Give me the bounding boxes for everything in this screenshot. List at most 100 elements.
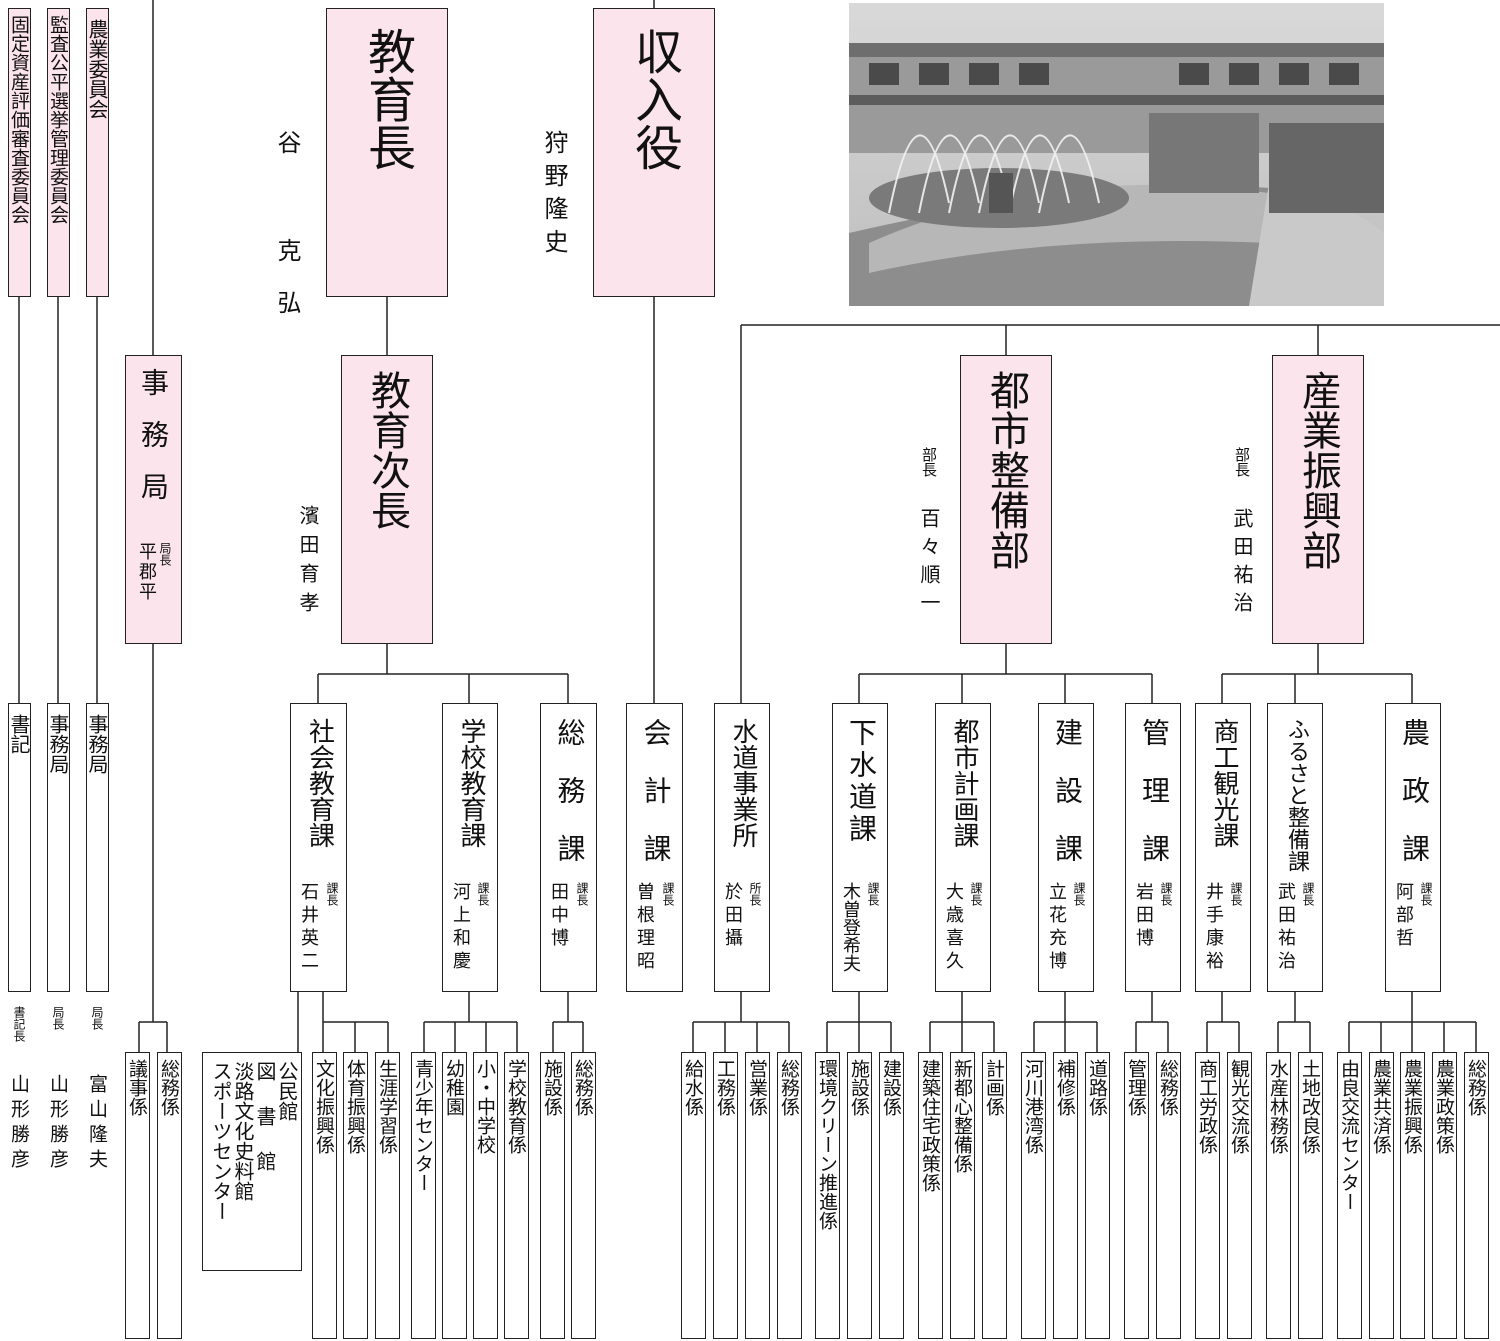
- section-name: 下水道課: [845, 718, 878, 846]
- unit-box: 河川港湾係: [1021, 1052, 1046, 1339]
- unit-box: 由良交流センター: [1337, 1052, 1362, 1339]
- jicho-box: 教育次長: [341, 355, 433, 644]
- section-box: 管理課課長岩田博: [1125, 703, 1181, 992]
- office-shoki: 書記: [8, 703, 31, 992]
- unit-box: 土地改良係: [1298, 1052, 1323, 1339]
- section-title: 課長: [1072, 882, 1086, 906]
- facility-kominkan: 公民館: [275, 1061, 299, 1121]
- unit-box: 環境クリーン推進係: [815, 1052, 840, 1339]
- section-title: 課長: [969, 882, 983, 906]
- section-person: 於田攝: [722, 882, 743, 951]
- section-person: 石井英二: [298, 882, 319, 974]
- section-name: 農政課: [1398, 718, 1431, 892]
- section-box: 商工観光課課長井手康裕: [1195, 703, 1251, 992]
- unit-box: 文化振興係: [312, 1052, 337, 1339]
- unit-box: 水産林務係: [1266, 1052, 1291, 1339]
- unit-box: 総務係: [571, 1052, 596, 1339]
- section-person: 岩田博: [1133, 882, 1154, 951]
- section-person: 河上和慶: [450, 882, 471, 974]
- unit-box: 建設係: [879, 1052, 904, 1339]
- section-name: 水道事業所: [728, 718, 758, 848]
- dept-sangyo-title: 部長: [1233, 447, 1251, 477]
- officer-title: 書記長: [12, 1006, 26, 1042]
- office-kansa-jimukyoku: 事務局: [47, 703, 70, 992]
- jicho-person: 濱田育孝: [296, 505, 320, 621]
- section-title: 課長: [1229, 882, 1243, 906]
- section-name: 管理課: [1138, 718, 1171, 892]
- section-person: 田中博: [548, 882, 569, 951]
- dept-toshi-title: 部長: [920, 447, 938, 477]
- committee-label: 固定資産評価審査委員会: [8, 15, 30, 224]
- office-nogyo-jimukyoku: 事務局: [86, 703, 109, 992]
- unit-box: 総務係: [157, 1052, 182, 1339]
- committee-label: 監査公平選挙管理委員会: [47, 15, 69, 224]
- unit-box: 道路係: [1085, 1052, 1110, 1339]
- section-title: 課長: [575, 882, 589, 906]
- officer-name: 富山隆夫: [86, 1074, 108, 1174]
- dept-toshi-person: 百々順一: [917, 508, 941, 620]
- unit-box: 新都心整備係: [950, 1052, 975, 1339]
- section-box: 下水道課課長木曽登希夫: [832, 703, 888, 992]
- officer-title: 局長: [90, 1006, 104, 1030]
- committee-kansa: 監査公平選挙管理委員会: [47, 8, 70, 297]
- section-title: 課長: [1419, 882, 1433, 906]
- section-box: 総務課課長田中博: [540, 703, 597, 992]
- section-title: 課長: [325, 882, 339, 906]
- gikai-title: 局長: [158, 542, 172, 566]
- section-person: 武田祐治: [1275, 882, 1296, 974]
- unit-box: 総務係: [1156, 1052, 1181, 1339]
- unit-box: 観光交流係: [1227, 1052, 1252, 1339]
- section-title: 所長: [748, 882, 762, 906]
- city-hall-photo: [849, 3, 1384, 306]
- gikai-label: 事務局: [137, 368, 170, 524]
- unit-box: 総務係: [1464, 1052, 1489, 1339]
- shunyuyaku-person: 狩野隆史: [540, 130, 568, 262]
- unit-box: 施設係: [847, 1052, 872, 1339]
- section-box: 会計課課長曽根理昭: [626, 703, 683, 992]
- dept-sangyo-shinko: 産業振興部: [1272, 355, 1364, 644]
- committee-kotei-shisan: 固定資産評価審査委員会: [8, 8, 31, 297]
- section-name: 商工観光課: [1209, 718, 1239, 848]
- unit-box: 補修係: [1053, 1052, 1078, 1339]
- dept-sangyo-person: 武田祐治: [1230, 508, 1254, 620]
- unit-box: 青少年センター: [411, 1052, 436, 1339]
- section-title: 課長: [1159, 882, 1173, 906]
- unit-box: 小・中学校: [473, 1052, 498, 1339]
- kyoikucho-person: 谷 克弘: [273, 130, 301, 342]
- section-title: 課長: [661, 882, 675, 906]
- committee-nogyo: 農業委員会: [86, 8, 109, 297]
- facility-toshokan: 図書館: [253, 1061, 277, 1196]
- unit-box: 施設係: [540, 1052, 565, 1339]
- unit-box: 計画係: [982, 1052, 1007, 1339]
- gikai-jimukyoku: 事務局 局長 平郡平: [125, 355, 182, 644]
- section-person: 木曽登希夫: [840, 882, 861, 972]
- unit-box: 給水係: [681, 1052, 706, 1339]
- section-box: 農政課課長阿部哲: [1385, 703, 1441, 992]
- section-name: 社会教育課: [304, 718, 335, 848]
- section-title: 課長: [866, 882, 880, 906]
- facility-sports-center: スポーツセンター: [209, 1061, 233, 1221]
- shunyuyaku-box: 収入役: [593, 8, 715, 297]
- unit-box: 商工労政係: [1195, 1052, 1220, 1339]
- section-box: 建設課課長立花充博: [1038, 703, 1094, 992]
- section-person: 曽根理昭: [634, 882, 655, 974]
- unit-box: 農業振興係: [1400, 1052, 1425, 1339]
- unit-box: 工務係: [713, 1052, 738, 1339]
- section-name: 会計課: [639, 718, 673, 892]
- unit-box: 体育振興係: [343, 1052, 368, 1339]
- officer-name: 山形勝彦: [8, 1074, 30, 1174]
- section-box: 水道事業所所長於田攝: [714, 703, 770, 992]
- unit-box: 幼稚園: [442, 1052, 467, 1339]
- section-box: 社会教育課課長石井英二: [290, 703, 347, 992]
- kyoikucho-box: 教育長: [326, 8, 448, 297]
- unit-box: 農業政策係: [1432, 1052, 1457, 1339]
- section-box: ふるさと整備課課長武田祐治: [1267, 703, 1323, 992]
- unit-box: 管理係: [1124, 1052, 1149, 1339]
- facilities-box: 公民館 図書館 淡路文化史料館 スポーツセンター: [202, 1052, 302, 1271]
- officer-name: 山形勝彦: [47, 1074, 69, 1174]
- unit-box: 建築住宅政策係: [918, 1052, 943, 1339]
- dept-toshi-seibi: 都市整備部: [960, 355, 1052, 644]
- section-person: 阿部哲: [1393, 882, 1414, 951]
